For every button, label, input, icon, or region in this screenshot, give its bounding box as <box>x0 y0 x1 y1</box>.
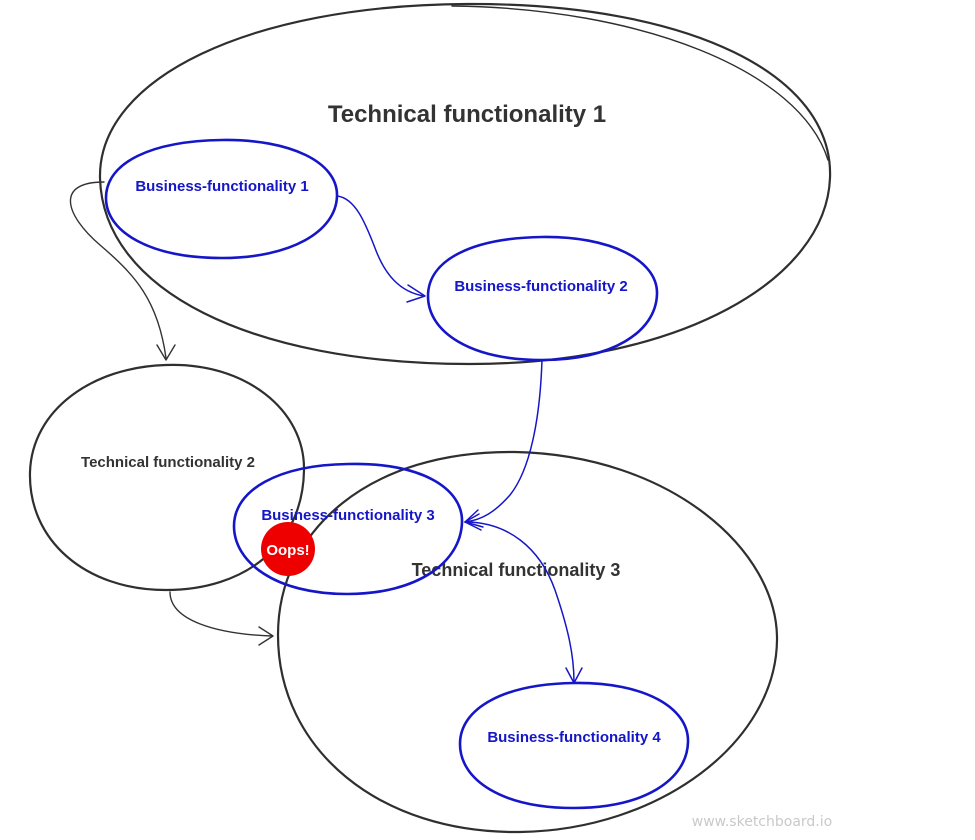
business-functionality-3-label: Business-functionality 3 <box>261 507 434 524</box>
technical-functionality-2[interactable]: Technical functionality 2 <box>28 363 306 592</box>
technical-functionality-1[interactable]: Technical functionality 1 <box>98 2 832 366</box>
technical-functionality-1-outline <box>98 2 832 366</box>
business-functionality-4-outline <box>458 681 690 810</box>
technical-functionality-2-label: Technical functionality 2 <box>81 454 255 471</box>
business-functionality-3[interactable]: Business-functionality 3 <box>232 462 464 596</box>
technical-functionality-1-label: Technical functionality 1 <box>328 101 606 128</box>
arrow-biz1-to-biz2-head <box>406 284 426 303</box>
technical-functionality-2-outline <box>28 363 306 592</box>
oops-label: Oops! <box>266 542 309 559</box>
arrow-tech2-to-tech3-line <box>169 591 273 637</box>
arrow-biz1-to-biz2[interactable] <box>336 195 426 303</box>
technical-functionality-3-label: Technical functionality 3 <box>412 560 621 580</box>
business-functionality-4-label: Business-functionality 4 <box>487 729 661 746</box>
business-functionality-1-label: Business-functionality 1 <box>135 178 308 195</box>
business-functionality-2-outline <box>426 235 659 362</box>
arrow-biz3-to-biz4-line <box>464 521 575 683</box>
arrow-biz3-to-biz4-head-bottom <box>565 667 583 684</box>
watermark-text: www.sketchboard.io <box>692 814 832 830</box>
arrow-tech1-to-tech2[interactable] <box>69 181 176 361</box>
business-functionality-2[interactable]: Business-functionality 2 <box>426 235 659 362</box>
arrow-biz3-to-biz4[interactable] <box>464 513 583 684</box>
arrow-tech2-to-tech3-head <box>258 626 274 646</box>
business-functionality-1[interactable]: Business-functionality 1 <box>104 138 339 260</box>
arrow-tech1-to-tech2-line <box>69 181 167 359</box>
arrow-biz2-to-biz3[interactable] <box>464 359 543 528</box>
arrow-biz1-to-biz2-line <box>336 195 425 297</box>
business-functionality-1-outline <box>104 138 339 260</box>
business-functionality-3-outline <box>232 462 464 596</box>
arrow-tech1-to-tech2-head <box>156 344 176 361</box>
business-functionality-4[interactable]: Business-functionality 4 <box>458 681 690 810</box>
arrow-biz2-to-biz3-line <box>464 359 543 523</box>
technical-functionality-1-outline-stroke2 <box>451 5 829 161</box>
arrow-tech2-to-tech3[interactable] <box>169 591 274 646</box>
business-functionality-2-label: Business-functionality 2 <box>454 278 627 295</box>
oops-circle <box>261 522 315 576</box>
oops-marker[interactable]: Oops! <box>261 522 315 576</box>
arrow-biz3-to-biz4-head-top <box>464 513 482 531</box>
